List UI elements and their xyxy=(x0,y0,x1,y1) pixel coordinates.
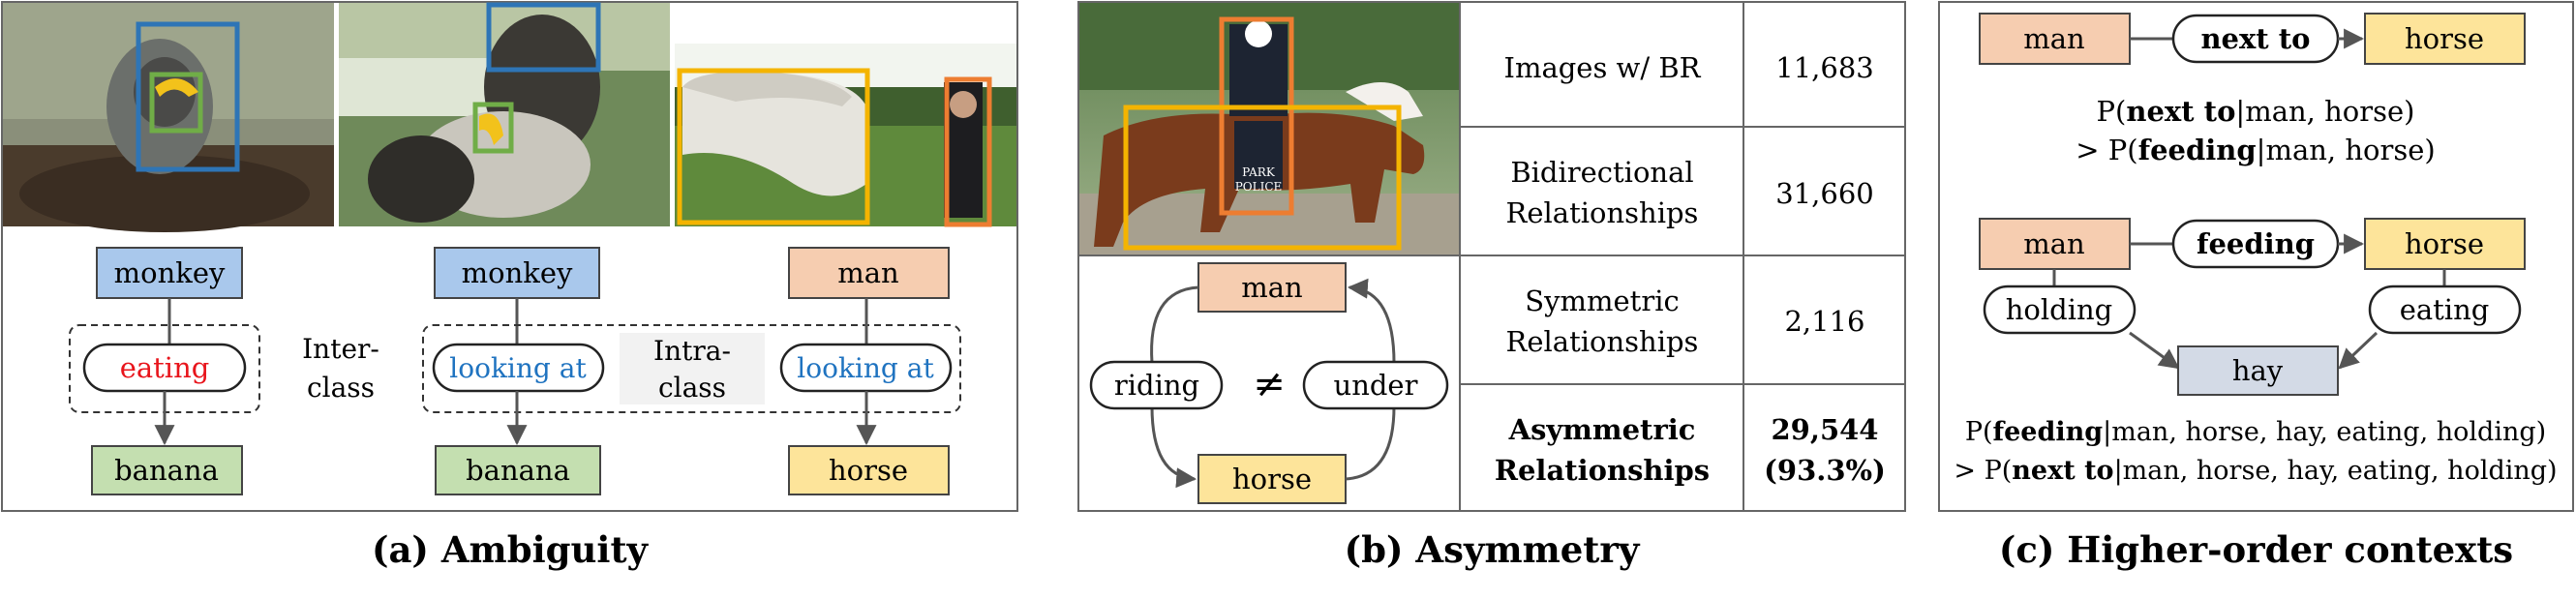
bbox-monkey-2 xyxy=(486,2,601,73)
edge-man-riding xyxy=(1150,285,1199,364)
inter-label-1: Inter- xyxy=(302,333,379,365)
node-horse-top-label: horse xyxy=(2405,22,2484,55)
node-man-cycle-label: man xyxy=(1241,271,1302,304)
node-banana-left-label: banana xyxy=(114,454,219,487)
predicate-nextto-label: next to xyxy=(2200,22,2310,55)
node-monkey-middle xyxy=(434,247,600,299)
predicate-holding-label: holding xyxy=(2006,293,2113,326)
caption-a: (a) Ambiguity xyxy=(2,521,1017,579)
table-row-4-label-2: Relationships xyxy=(1495,454,1710,487)
table-row-2-value: 31,660 xyxy=(1775,177,1873,210)
intra-class-group xyxy=(422,324,961,413)
photo-sign-1: PARK xyxy=(1242,165,1276,179)
node-man-top xyxy=(1979,13,2131,65)
node-monkey-left xyxy=(96,247,243,299)
predicate-eating-c-label: eating xyxy=(2400,293,2490,326)
predicate-eating-label: eating xyxy=(120,351,210,384)
equation-2-line-2: > P(next to|man, horse, hay, eating, hol… xyxy=(1954,456,2557,486)
bbox-rider xyxy=(1219,16,1294,216)
bbox-monkey-1 xyxy=(136,21,240,172)
equation-1-line-2: > P(feeding|man, horse) xyxy=(2076,134,2435,166)
node-horse-cycle xyxy=(1197,454,1347,504)
table-row-4-label-1: Asymmetric xyxy=(1508,413,1696,446)
node-hay-label: hay xyxy=(2232,354,2284,387)
table-row-3-label-1: Symmetric xyxy=(1525,285,1679,317)
inter-label-2: class xyxy=(307,372,375,404)
intra-label-2: class xyxy=(658,372,726,404)
panel-c: man next to horse P(next to|man, horse) … xyxy=(1938,1,2574,512)
node-banana-middle-label: banana xyxy=(466,454,570,487)
node-hay xyxy=(2177,345,2339,396)
node-horse-cycle-label: horse xyxy=(1232,463,1312,495)
caption-b-letter: (b) xyxy=(1344,528,1404,571)
stats-table: Images w/ BR 11,683 Bidirectional Relati… xyxy=(1460,2,1905,511)
caption-a-letter: (a) xyxy=(371,528,429,571)
node-monkey-middle-label: monkey xyxy=(462,256,573,289)
table-row-3-value: 2,116 xyxy=(1784,305,1864,338)
node-horse-right-label: horse xyxy=(829,454,908,487)
panel-b: PARK POLICE man horse riding under ≠ Ima… xyxy=(1077,1,1906,512)
equation-2-line-1: P(feeding|man, horse, hay, eating, holdi… xyxy=(1965,417,2546,447)
caption-c-letter: (c) xyxy=(1998,528,2055,571)
caption-b: (b) Asymmetry xyxy=(1078,521,1905,579)
predicate-lookingat-middle-label: looking at xyxy=(449,352,587,384)
node-horse-bottom xyxy=(2364,218,2526,270)
bbox-horse xyxy=(677,68,870,225)
predicate-under-label: under xyxy=(1334,369,1418,402)
node-man-right-label: man xyxy=(837,256,898,289)
panel-a-photos xyxy=(3,2,1016,232)
node-man-bottom xyxy=(1979,218,2131,270)
edge-under-man xyxy=(1347,278,1396,364)
edge-horse-under xyxy=(1345,405,1396,481)
node-banana-left xyxy=(91,445,243,495)
table-row-1-value: 11,683 xyxy=(1775,51,1873,84)
table-row-4-value-1: 29,544 xyxy=(1772,413,1879,446)
bbox-man xyxy=(944,76,992,227)
edge-holding-hay xyxy=(2129,331,2180,370)
predicate-riding xyxy=(1089,360,1224,410)
predicate-lookingat-right-label: looking at xyxy=(797,352,934,384)
intra-label-1: Intra- xyxy=(653,335,731,367)
node-monkey-left-label: monkey xyxy=(114,256,226,289)
caption-c-text: Higher-order contexts xyxy=(2067,528,2514,571)
caption-a-text: Ambiguity xyxy=(440,528,649,571)
predicate-eating-c xyxy=(2368,285,2522,335)
node-man-bottom-label: man xyxy=(2023,227,2084,260)
node-horse-bottom-label: horse xyxy=(2405,227,2484,260)
caption-b-text: Asymmetry xyxy=(1415,528,1640,571)
edge-eating-hay xyxy=(2338,331,2379,370)
equation-1-line-1: P(next to|man, horse) xyxy=(2097,95,2415,128)
predicate-holding xyxy=(1983,285,2137,335)
predicate-riding-label: riding xyxy=(1114,369,1199,402)
photo-sign-2: POLICE xyxy=(1235,180,1283,194)
caption-c: (c) Higher-order contexts xyxy=(1939,521,2573,579)
photo-police-horse: PARK POLICE xyxy=(1079,3,1460,255)
table-row-3-label-2: Relationships xyxy=(1506,325,1699,358)
node-banana-middle xyxy=(435,445,601,495)
node-man-top-label: man xyxy=(2023,22,2084,55)
intra-label-bg xyxy=(620,333,765,404)
node-man-cycle xyxy=(1197,262,1347,313)
table-row-1-label: Images w/ BR xyxy=(1503,51,1701,84)
panel-a: monkey eating banana Inter- class monkey… xyxy=(1,1,1018,512)
bbox-banana-1 xyxy=(149,72,203,134)
bbox-police-horse xyxy=(1123,105,1402,251)
predicate-feeding-label: feeding xyxy=(2197,227,2315,260)
table-row-2-label-1: Bidirectional xyxy=(1510,156,1693,189)
node-horse-top xyxy=(2364,13,2526,65)
edge-riding-horse xyxy=(1150,405,1197,489)
node-horse-right xyxy=(788,445,950,495)
predicate-under xyxy=(1302,360,1449,410)
table-row-2-label-2: Relationships xyxy=(1506,196,1699,229)
not-equal-sign: ≠ xyxy=(1253,362,1286,406)
bbox-banana-2 xyxy=(472,102,514,154)
node-man-right xyxy=(788,247,950,299)
table-row-4-value-2: (93.3%) xyxy=(1764,454,1886,487)
